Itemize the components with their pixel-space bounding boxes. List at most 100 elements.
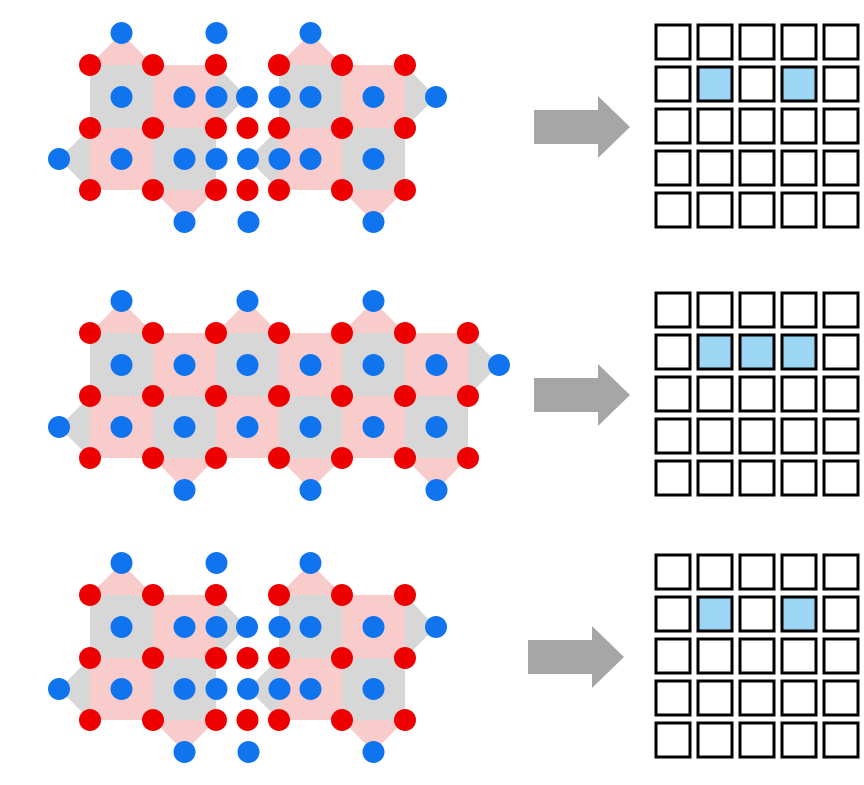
grid-cell-empty xyxy=(780,23,818,61)
blue-atom xyxy=(48,148,70,170)
triangle-tile xyxy=(405,65,436,128)
triangle-tile xyxy=(153,720,216,752)
grid-cell-empty xyxy=(654,595,692,633)
red-atom xyxy=(79,647,101,669)
occupancy-grid xyxy=(654,553,860,759)
triangle-tile xyxy=(90,301,153,333)
red-atom xyxy=(142,647,164,669)
blue-atom xyxy=(362,148,385,170)
blue-atom xyxy=(173,678,196,700)
blue-atom xyxy=(268,678,291,700)
grid-cell-empty xyxy=(822,333,860,371)
grid-cell-empty xyxy=(738,65,776,103)
grid-cell-empty xyxy=(654,333,692,371)
grid-cell-empty xyxy=(696,375,734,413)
blue-atom xyxy=(362,416,385,438)
grid-cell-empty xyxy=(654,637,692,675)
red-atom xyxy=(268,385,290,407)
arrow-shape xyxy=(534,364,630,426)
red-atom xyxy=(79,709,101,731)
red-atom xyxy=(331,584,353,606)
blue-atom xyxy=(173,741,196,763)
grid-cell-empty xyxy=(738,23,776,61)
blue-atom xyxy=(173,148,196,170)
blue-atom xyxy=(205,616,228,638)
grid-cell-empty xyxy=(738,107,776,145)
blue-atom xyxy=(236,86,258,108)
blue-atom xyxy=(268,616,291,638)
occupancy-grid xyxy=(654,291,860,497)
grid-cell-empty xyxy=(822,553,860,591)
grid-cell-empty xyxy=(654,375,692,413)
blue-atom xyxy=(362,678,385,700)
blue-atom-layer xyxy=(48,290,510,501)
red-atom xyxy=(205,709,227,731)
red-atom xyxy=(331,179,353,201)
red-atom xyxy=(394,385,416,407)
red-atom xyxy=(457,322,479,344)
grid-cell-filled xyxy=(696,333,734,371)
panel-1 xyxy=(48,22,860,233)
grid-cell-empty xyxy=(780,149,818,187)
grid-cell-empty xyxy=(696,721,734,759)
grid-cell-empty xyxy=(696,107,734,145)
grid-cell-empty xyxy=(822,459,860,497)
grid-cell-empty xyxy=(822,417,860,455)
red-atom xyxy=(205,584,227,606)
red-atom xyxy=(331,385,353,407)
blue-atom xyxy=(173,86,196,108)
red-atom xyxy=(268,584,290,606)
blue-atom xyxy=(362,741,385,763)
blue-atom xyxy=(299,22,322,44)
triangle-tile xyxy=(216,65,247,128)
triangle-tile xyxy=(279,33,342,65)
grid-cell-empty xyxy=(822,595,860,633)
grid-cell-empty xyxy=(780,291,818,329)
lattice-structure xyxy=(48,290,510,501)
grid-cell-empty xyxy=(654,149,692,187)
blue-atom xyxy=(299,552,322,574)
blue-atom xyxy=(110,22,133,44)
grid-cell-empty xyxy=(654,291,692,329)
grid-cell-empty xyxy=(654,417,692,455)
grid-cell-empty xyxy=(780,721,818,759)
red-atom xyxy=(457,385,479,407)
blue-atom xyxy=(299,678,322,700)
triangle-tile xyxy=(153,458,216,490)
panel-3 xyxy=(48,552,860,763)
blue-atom xyxy=(425,616,447,638)
blue-atom xyxy=(425,479,448,501)
arrow-shape xyxy=(534,96,630,158)
red-atom xyxy=(79,117,101,139)
grid-cell-empty xyxy=(696,553,734,591)
grid-cell-empty xyxy=(654,65,692,103)
red-atom xyxy=(394,54,416,76)
grid-cell-empty xyxy=(822,23,860,61)
blue-atom xyxy=(48,416,70,438)
grid-cell-empty xyxy=(654,553,692,591)
blue-atom xyxy=(299,148,322,170)
red-atom xyxy=(205,647,227,669)
red-atom xyxy=(79,179,101,201)
red-atom xyxy=(457,447,479,469)
triangle-tile xyxy=(342,190,405,222)
blue-atom xyxy=(237,741,260,763)
red-atom xyxy=(79,385,101,407)
red-atom xyxy=(142,447,164,469)
red-atom xyxy=(331,709,353,731)
red-atom xyxy=(142,385,164,407)
panel-2 xyxy=(48,290,860,501)
red-atom-layer xyxy=(79,584,416,731)
grid-cell-empty xyxy=(696,459,734,497)
grid-cell-empty xyxy=(738,459,776,497)
grid-cell-empty xyxy=(654,191,692,229)
occupancy-grid xyxy=(654,23,860,229)
grid-cell-empty xyxy=(822,107,860,145)
grid-cell-empty xyxy=(654,107,692,145)
blue-atom xyxy=(110,354,133,376)
red-atom xyxy=(394,117,416,139)
blue-atom xyxy=(425,416,448,438)
red-atom xyxy=(394,709,416,731)
blue-atom xyxy=(362,616,385,638)
grid-cell-empty xyxy=(696,679,734,717)
